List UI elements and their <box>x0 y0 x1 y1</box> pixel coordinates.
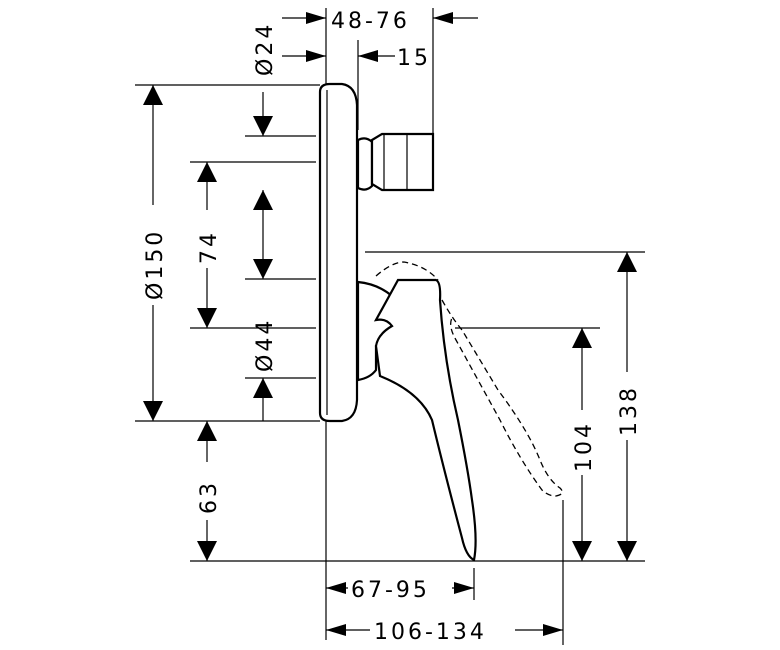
dim-67-95: 67-95 <box>351 578 430 603</box>
dim-138: 138 <box>617 385 642 436</box>
wall-plate <box>318 82 359 423</box>
diverter-knob <box>356 132 435 192</box>
dim-150-diameter: Ø150 <box>143 229 168 300</box>
dim-74: 74 <box>197 230 222 264</box>
dim-48-76: 48-76 <box>331 9 410 34</box>
extension-lines <box>135 8 645 645</box>
dim-106-134: 106-134 <box>374 620 487 645</box>
lever-handle <box>356 278 477 562</box>
dim-24-diameter: Ø24 <box>253 22 278 76</box>
dim-104: 104 <box>572 421 597 472</box>
dim-44-diameter: Ø44 <box>253 318 278 372</box>
dim-15: 15 <box>397 46 431 71</box>
dim-63: 63 <box>197 480 222 514</box>
lever-alt-position <box>375 261 563 497</box>
dimension-lines <box>143 12 637 636</box>
dimension-labels: 48-76 15 Ø24 Ø150 74 Ø44 63 104 138 67-9… <box>143 9 642 645</box>
